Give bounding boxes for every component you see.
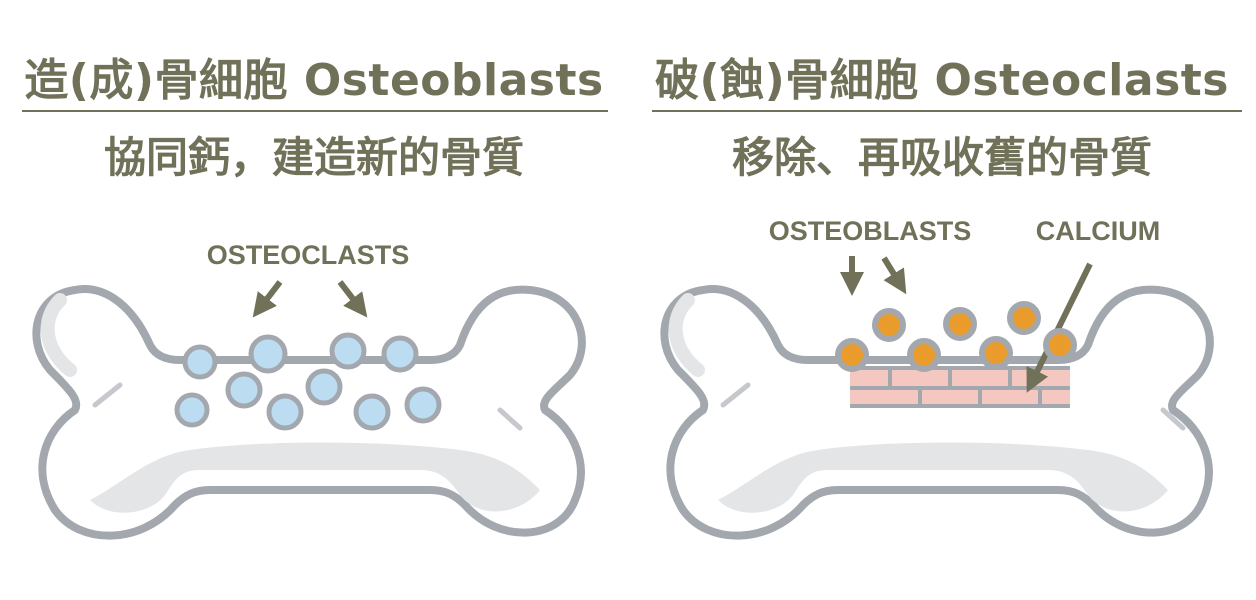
right-subtitle: 移除、再吸收舊的骨質 xyxy=(731,133,1152,182)
bone-shadow xyxy=(718,442,1168,513)
bone-notch-left xyxy=(92,382,123,408)
cell xyxy=(353,393,391,431)
osteoclast-cells xyxy=(174,332,442,431)
calcium-arrow xyxy=(1026,262,1093,393)
cell xyxy=(943,307,977,341)
calcium-label: CALCIUM xyxy=(1036,216,1160,246)
bone-notch-left xyxy=(720,382,751,408)
left-subtitle: 協同鈣，建造新的骨質 xyxy=(103,133,524,182)
bone-notch-right xyxy=(1160,407,1186,431)
cell xyxy=(381,335,419,373)
left-bone-diagram: OSTEOCLASTS xyxy=(32,240,586,540)
cell xyxy=(835,338,869,372)
bone-shadow xyxy=(90,442,540,513)
cell xyxy=(872,308,906,342)
cell xyxy=(1043,328,1077,362)
bone-shadow-left xyxy=(668,293,705,377)
cell xyxy=(329,332,367,370)
cell xyxy=(1007,301,1041,335)
osteoblasts-label: OSTEOBLASTS xyxy=(769,216,972,246)
left-divider xyxy=(22,110,608,112)
osteoblast-cells xyxy=(835,301,1077,372)
cell xyxy=(266,393,304,431)
cell xyxy=(305,368,343,406)
cell xyxy=(404,386,442,424)
bone-shadow-left xyxy=(40,293,77,377)
left-panel: 造(成)骨細胞 Osteoblasts 協同鈣，建造新的骨質 OSTEOCLAS… xyxy=(22,55,608,540)
cell xyxy=(907,338,941,372)
osteoclasts-label: OSTEOCLASTS xyxy=(207,240,410,270)
arrow-right xyxy=(337,280,368,318)
cell xyxy=(182,344,218,380)
cell xyxy=(174,392,210,428)
right-divider xyxy=(652,110,1242,112)
cell xyxy=(248,334,288,374)
right-title: 破(蝕)骨細胞 Osteoclasts xyxy=(654,55,1229,106)
right-bone-diagram: OSTEOBLASTS CALCIUM xyxy=(660,216,1214,540)
right-panel: 破(蝕)骨細胞 Osteoclasts 移除、再吸收舊的骨質 xyxy=(628,0,1256,600)
cell xyxy=(225,371,263,409)
bone-notch-right xyxy=(497,407,523,431)
arrow-right xyxy=(881,256,907,295)
cell xyxy=(979,336,1013,370)
left-title: 造(成)骨細胞 Osteoblasts xyxy=(24,55,604,106)
arrow-left xyxy=(252,280,283,318)
